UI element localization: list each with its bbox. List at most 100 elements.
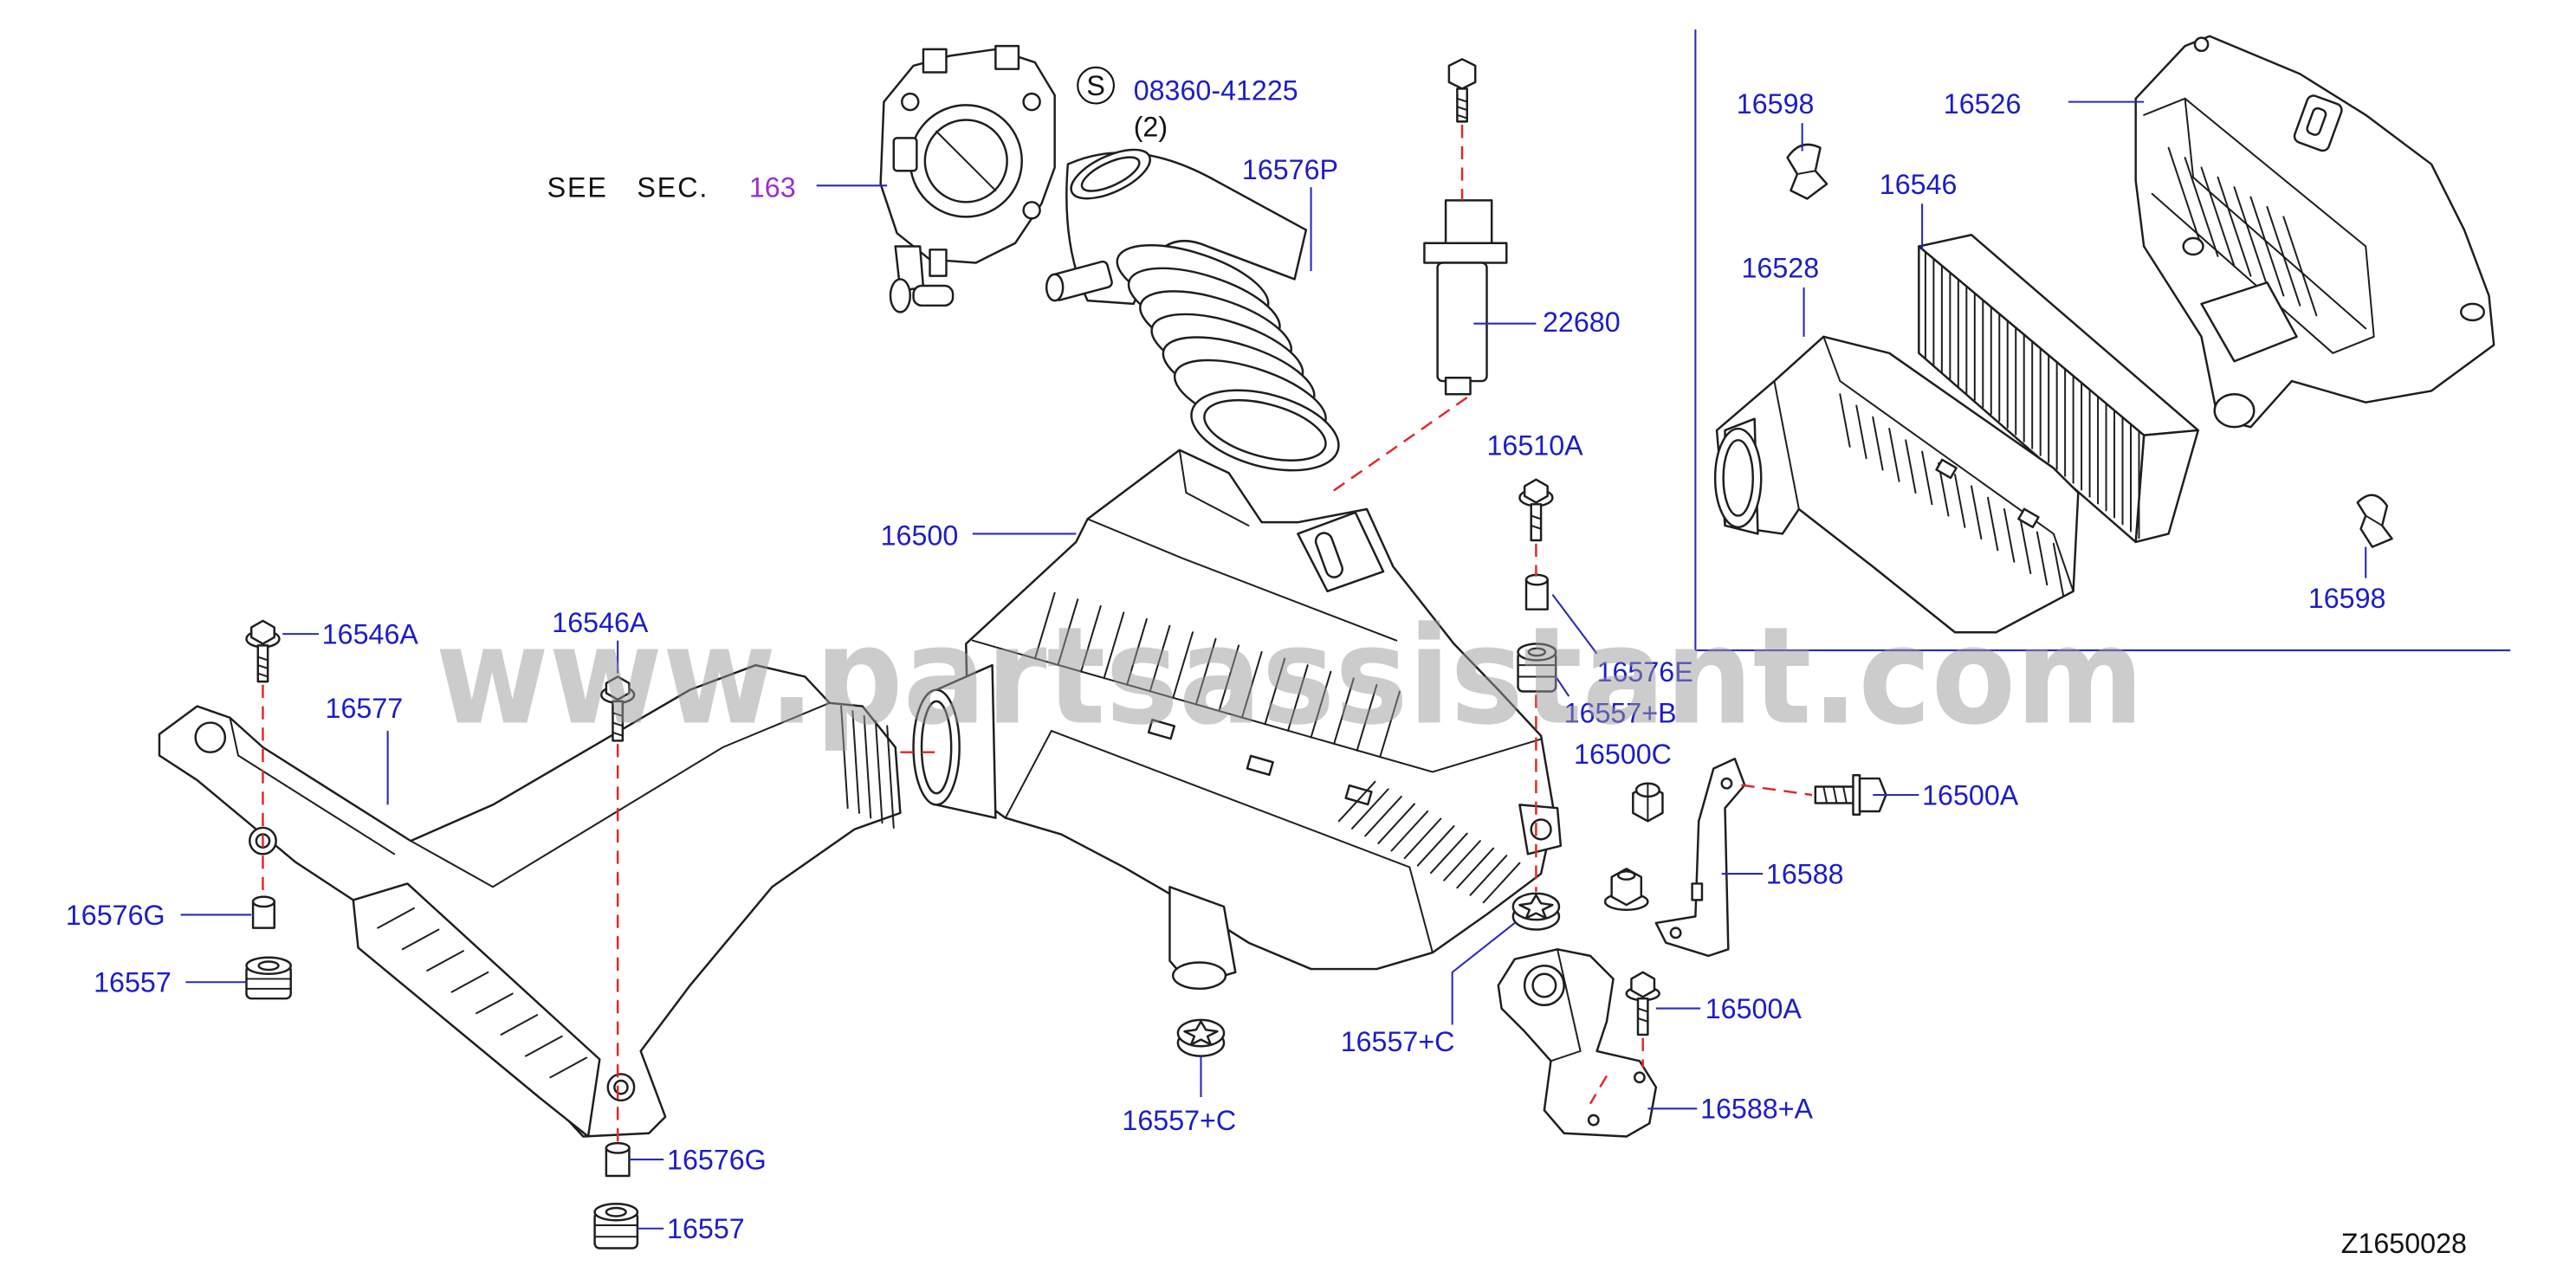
rib-line [1240,651,1263,719]
dashed-guide-line [1589,1075,1608,1105]
bolt-16546A-middle [599,675,636,742]
rib-line [1149,624,1171,693]
callout-16576G[interactable]: 16576G [66,900,165,931]
callout-16557-C[interactable]: 16557+C [1122,1105,1236,1136]
callout-16500A[interactable]: 16500A [1922,779,2019,810]
rib-line [1126,618,1148,686]
rib-line [1921,450,1933,506]
callout-16500A[interactable]: 16500A [1705,993,1803,1024]
rib-line [1103,611,1125,680]
rib-line [1456,847,1495,889]
callout-16598[interactable]: 16598 [2308,583,2386,614]
rib-line [1872,416,1884,471]
callout-22680[interactable]: 22680 [1543,307,1621,338]
callout-16500C[interactable]: 16500C [1574,739,1672,770]
rib-line [1172,631,1194,700]
rib-line [549,1056,588,1079]
rib-line [377,907,415,929]
rib-line [1986,496,1999,552]
callout-16598[interactable]: 16598 [1737,88,1815,119]
rib-line [2052,542,2065,597]
rib-line [1430,832,1468,875]
callout-16577[interactable]: 16577 [326,693,404,724]
rib-line [2282,216,2318,317]
bolt-16500A-horizontal [1814,774,1887,817]
rib-line [1080,604,1102,673]
rib-line [450,971,489,993]
rib-line [2019,520,2032,574]
leader-line [1555,675,1570,697]
rib-line [2217,176,2252,277]
rib-line [840,705,849,810]
inset-box-frame [1694,29,2511,652]
section-number[interactable]: 163 [749,172,796,203]
callout-16528[interactable]: 16528 [1741,253,1819,284]
standard-part-quantity: (2) [1134,111,1168,142]
collar-16576G-lower [605,1141,631,1178]
filter-pleats [1924,250,2140,539]
collar-16576G-left [251,895,275,929]
rib-line [1482,862,1521,904]
grommet-16557-lower [593,1203,639,1249]
callout-16526[interactable]: 16526 [1944,88,2022,119]
rib-line [1905,439,1917,494]
callout-16576G[interactable]: 16576G [667,1144,767,1175]
leader-lines [180,100,2367,1230]
callout-16500[interactable]: 16500 [881,520,959,552]
callout-16546A[interactable]: 16546A [552,607,649,638]
rib-line [1194,637,1217,706]
section-reference: SEE SEC. 163 [547,172,796,203]
rib-line [1416,825,1455,867]
airbox-side-fins [1337,780,1521,904]
rib-line [1443,840,1481,881]
sensor-screw [1447,58,1477,123]
callout-16557-B[interactable]: 16557+B [1564,698,1677,729]
dashed-guide-line [1741,784,1813,797]
rib-line [1954,474,1966,528]
grommet-16557-C-left [1176,1018,1226,1057]
callout-16546A[interactable]: 16546A [322,619,419,650]
nut-16500C-cap [1632,782,1664,823]
rib-line [1390,810,1429,852]
intake-hose [1045,148,1340,472]
rib-line [863,714,872,819]
clip-16598-lower [2356,494,2393,548]
watermark: www.partsassistant.com [436,598,2145,755]
rib-line [401,928,440,951]
rib-line [874,720,883,824]
diagram-code: Z1650028 [2341,1228,2467,1259]
callout-16557[interactable]: 16557 [667,1213,745,1244]
rib-line [1033,591,1056,660]
callout-16557[interactable]: 16557 [94,967,172,998]
airbox-top-ribs [1033,591,1401,759]
rib-line [1855,404,1867,460]
standard-part-number[interactable]: 08360-41225 [1134,75,1298,107]
callout-16588[interactable]: 16588 [1766,858,1844,889]
bolt-16546A-left [245,619,281,683]
rib-line [500,1014,539,1036]
rib-line [1218,644,1240,713]
case-lower-fins [1839,393,2065,597]
rib-line [1377,803,1416,844]
rib-line [851,710,860,814]
callout-16576E[interactable]: 16576E [1597,656,1693,688]
rib-line [2184,157,2219,257]
see-section-label: SEE SEC. [547,172,709,203]
bolt-16510A [1518,478,1554,542]
rib-line [1310,670,1332,739]
rib-line [1364,795,1402,837]
rib-line [2249,196,2285,297]
callout-16510A[interactable]: 16510A [1486,429,1583,461]
callout-16557-C[interactable]: 16557+C [1341,1026,1455,1057]
grommet-16557-B [1517,642,1557,693]
callout-16546[interactable]: 16546 [1880,169,1958,200]
standard-part-symbol-circle [1077,66,1115,105]
throttle-body [879,44,1056,313]
callout-16588-A[interactable]: 16588+A [1700,1094,1813,1125]
rib-line [1264,657,1286,726]
rib-line [2003,507,2016,563]
air-filter-element [1918,234,2199,544]
callout-16576P[interactable]: 16576P [1242,154,1338,185]
dashed-guide-line [1330,397,1468,494]
rib-line [2167,146,2203,248]
